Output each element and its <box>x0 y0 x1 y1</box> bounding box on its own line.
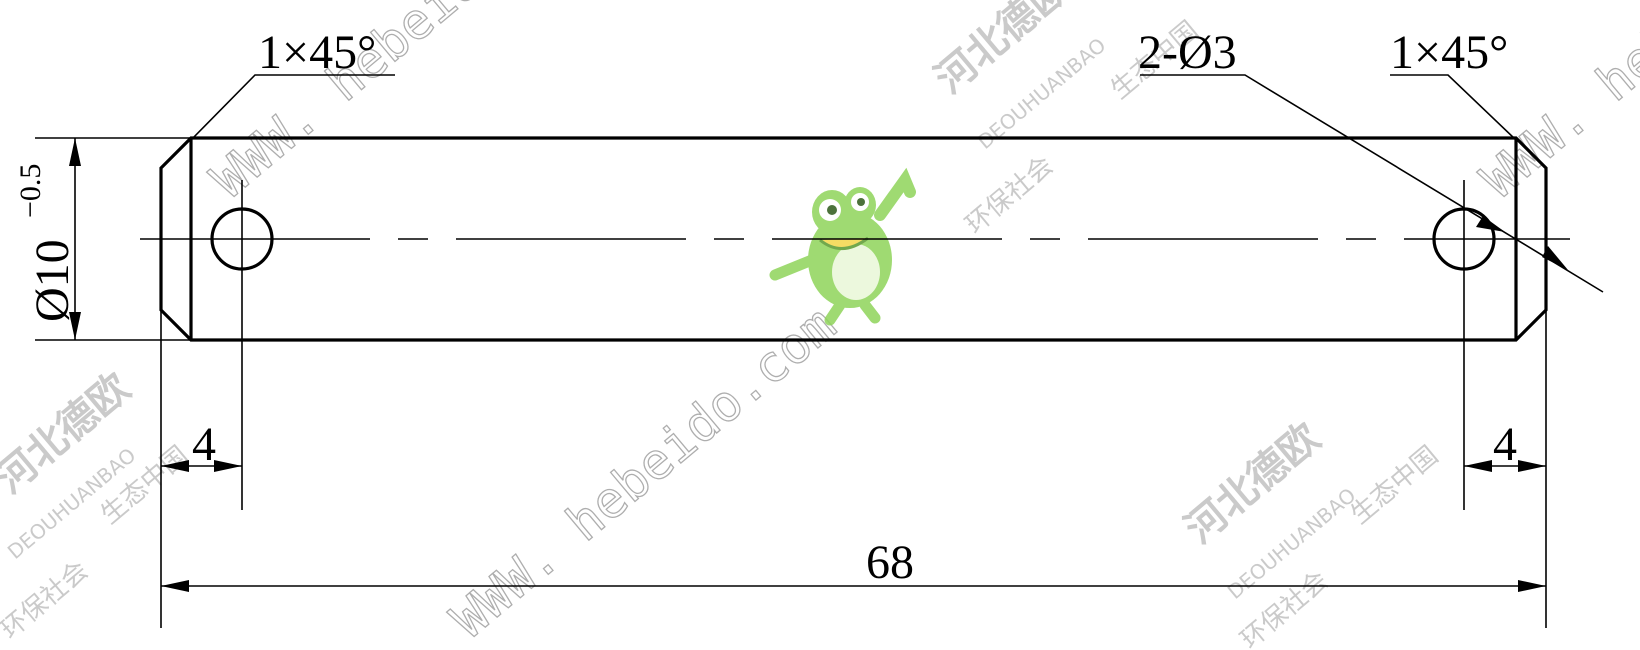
arrow-head <box>161 580 189 592</box>
label-right-hole-distance: 4 <box>1493 418 1517 471</box>
watermark-slogan: 生态中国 <box>1345 441 1444 531</box>
dimension-lines <box>69 138 1546 592</box>
watermark-company: 河北德欧 <box>0 365 139 503</box>
arrow-head <box>69 138 81 166</box>
leader-chamfer-left <box>190 74 395 141</box>
arrow-head <box>1518 460 1546 472</box>
watermark-slogan: 环保社会 <box>0 556 94 646</box>
label-holes: 2-Ø3 <box>1138 26 1237 79</box>
arrow-head <box>214 460 242 472</box>
watermark-url: WWW. hebeido.com <box>440 295 846 649</box>
arrow-head <box>1464 460 1492 472</box>
watermark-slogan: 环保社会 <box>960 151 1059 241</box>
dimension-texts: 1×45° 1×45° 2-Ø3 Ø10 −0.5 4 4 68 <box>14 26 1517 589</box>
label-left-hole-distance: 4 <box>192 418 216 471</box>
label-chamfer-left: 1×45° <box>258 26 376 79</box>
center-lines <box>140 180 1570 510</box>
label-diameter-tolerance: −0.5 <box>14 164 47 218</box>
arrow-head <box>1476 216 1505 232</box>
arrow-head <box>69 312 81 340</box>
label-chamfer-right: 1×45° <box>1390 26 1508 79</box>
arrow-head <box>161 460 189 472</box>
frog-mascot-logo <box>769 167 916 326</box>
extension-lines <box>35 137 1547 628</box>
leaders <box>190 74 1604 293</box>
arrow-head <box>1542 246 1568 270</box>
label-diameter: Ø10 <box>26 239 79 322</box>
label-overall-length: 68 <box>866 536 914 589</box>
leader-chamfer-right <box>1390 74 1517 141</box>
arrow-head <box>1518 580 1546 592</box>
